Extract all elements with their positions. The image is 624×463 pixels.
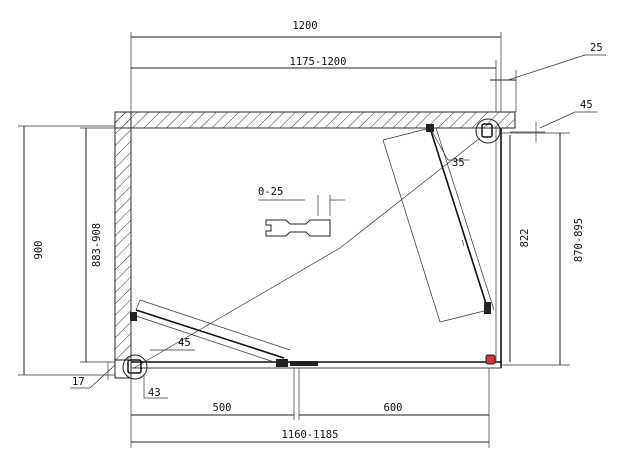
label-bottom-range: 1160-1185 <box>282 429 339 441</box>
bottom-rail-hardware <box>276 354 496 367</box>
label-inner-height: 883-908 <box>91 223 103 267</box>
label-right-height-range: 870-895 <box>573 218 585 262</box>
label-corner-offset-bottom: 43 <box>148 387 161 399</box>
label-wall-thickness: 25 <box>590 42 603 54</box>
label-corner-offset-left: 17 <box>72 376 85 388</box>
label-overall-width: 1200 <box>292 20 317 32</box>
diagonal-guide <box>133 137 481 369</box>
label-door-height-right: 822 <box>519 229 531 248</box>
left-wall <box>114 111 132 361</box>
dim-overall-height: 900 <box>18 125 115 376</box>
label-adjust-range: 0-25 <box>258 186 283 198</box>
dim-inner-height: 883-908 <box>80 127 131 363</box>
dim-bottom-range: 1160-1185 <box>131 429 489 443</box>
dim-wall-thickness: 25 <box>490 42 606 112</box>
tray-outline <box>130 127 502 369</box>
dim-right-height-range: 870-895 <box>501 132 585 366</box>
label-corner-angle-bottom: 45 <box>178 337 191 349</box>
label-corner-angle-top: 45 <box>580 99 593 111</box>
profile-section <box>265 219 331 237</box>
corner-pivot-top-right <box>475 118 501 144</box>
label-hinge-offset: 35 <box>452 157 465 169</box>
dim-corner-angle-top: 45 <box>510 99 598 142</box>
dim-overall-width: 1200 <box>130 20 502 112</box>
left-door-open: 45 <box>130 299 291 365</box>
dim-corner-offset-left: 17 <box>70 364 116 389</box>
right-door-open: 35 <box>382 124 495 323</box>
dim-inner-width: 1175-1200 <box>131 56 497 112</box>
label-bottom-left-segment: 500 <box>213 402 232 414</box>
dim-corner-offset-bottom: 43 <box>143 376 168 399</box>
adjust-detail: 0-25 <box>258 186 345 237</box>
top-wall <box>114 111 516 129</box>
dim-bottom-segments: 500 600 <box>130 368 490 448</box>
label-bottom-right-segment: 600 <box>384 402 403 414</box>
dim-door-height-right: 822 <box>509 135 531 362</box>
label-overall-height: 900 <box>33 241 45 260</box>
label-inner-width: 1175-1200 <box>290 56 347 68</box>
